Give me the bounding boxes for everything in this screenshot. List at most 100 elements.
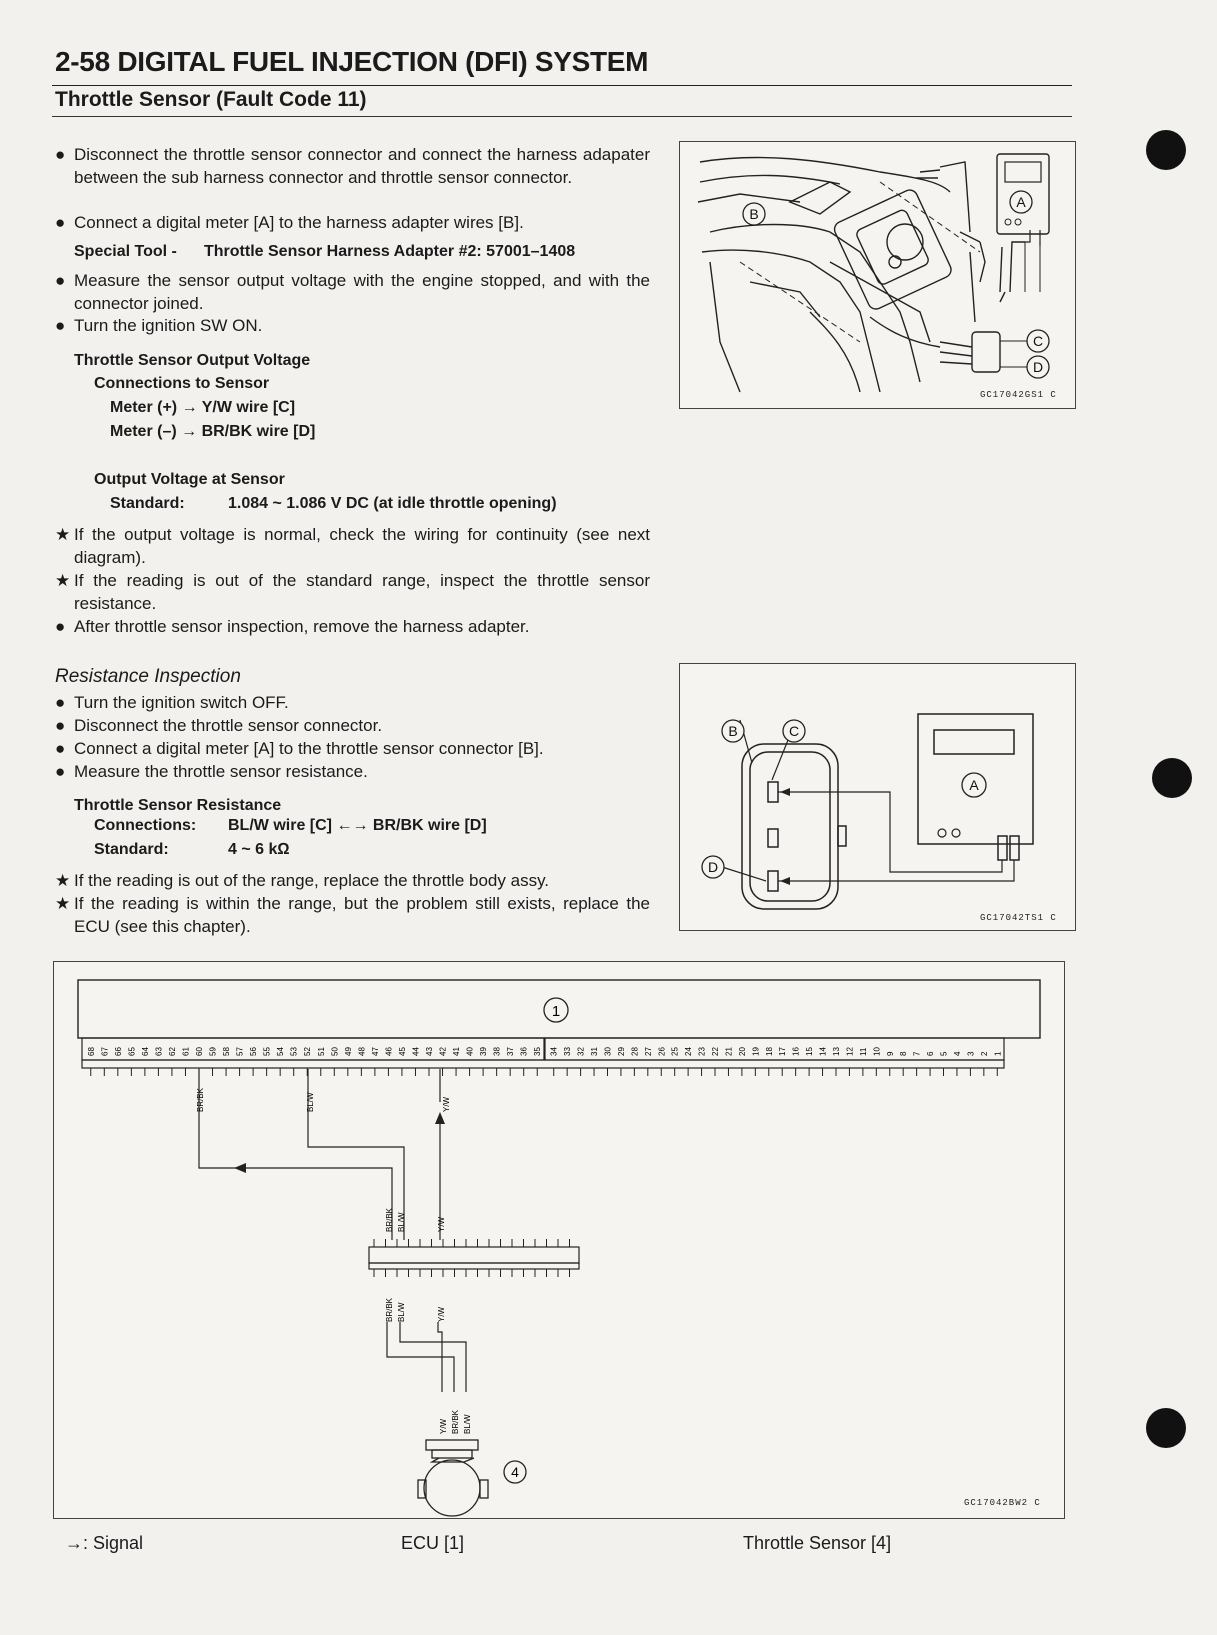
figure-code: GC17042GS1 C — [980, 390, 1057, 400]
ecu-pin-number: 35 — [533, 1047, 542, 1056]
ecu-connector-right — [544, 1037, 1005, 1061]
ecu-pin-number: 52 — [303, 1047, 312, 1056]
ecu-pin-number: 4 — [953, 1051, 962, 1056]
ecu-pin-number: 59 — [209, 1047, 218, 1056]
section-heading: Resistance Inspection — [55, 666, 241, 687]
wire-label-blw: BL/W — [397, 1212, 406, 1232]
wire-label-brbk: BR/BK — [385, 1207, 394, 1232]
title-rule — [52, 85, 1072, 86]
star-text: If the reading is out of the standard ra… — [74, 571, 650, 613]
ecu-pin-number: 19 — [751, 1047, 760, 1056]
spec-subtitle: Connections to Sensor — [94, 375, 270, 392]
star-item: ★ If the reading is out of the range, re… — [55, 870, 650, 893]
sub-harness-connector — [368, 1246, 580, 1264]
bullet-text: Connect a digital meter [A] to the harne… — [74, 213, 524, 232]
bullet-text: Disconnect the throttle sensor connector… — [74, 145, 650, 187]
ecu-pin-number: 26 — [657, 1047, 666, 1056]
ecu-connector-left — [81, 1037, 545, 1061]
ecu-pin-number: 42 — [439, 1047, 448, 1056]
ecu-pin-number: 60 — [195, 1047, 204, 1056]
ecu-pin-number: 12 — [845, 1047, 854, 1056]
star-item: ★ If the reading is out of the standard … — [55, 570, 650, 615]
standard-value: 1.084 ~ 1.086 V DC (at idle throttle ope… — [228, 495, 557, 512]
ecu-pin-number: 20 — [738, 1047, 747, 1056]
spec-title: Throttle Sensor Output Voltage — [74, 352, 311, 369]
ecu-pin-number: 24 — [684, 1047, 693, 1056]
bullet-text: Measure the throttle sensor resistance. — [74, 762, 368, 781]
ecu-pin-number: 61 — [181, 1047, 190, 1056]
ecu-pin-number: 64 — [141, 1047, 150, 1056]
bullet-icon: ● — [55, 739, 66, 758]
ecu-pin-number: 31 — [590, 1047, 599, 1056]
ecu-pin-number: 33 — [563, 1047, 572, 1056]
standard-label: Standard: — [110, 495, 185, 512]
wire-label-blw: BL/W — [306, 1092, 315, 1112]
ecu-pin-number: 5 — [940, 1051, 949, 1056]
ecu-pin-number: 25 — [671, 1047, 680, 1056]
bullet-text: Connect a digital meter [A] to the throt… — [74, 739, 544, 758]
binder-hole — [1146, 130, 1186, 170]
standard-value: 4 ~ 6 kΩ — [228, 841, 290, 858]
bullet-text: Measure the sensor output voltage with t… — [74, 271, 650, 313]
ecu-pin-number: 53 — [290, 1047, 299, 1056]
ecu-pin-number: 17 — [778, 1047, 787, 1056]
star-icon: ★ — [55, 871, 71, 890]
bullet-item: ● Connect a digital meter [A] to the thr… — [55, 738, 650, 761]
wire-label-yw: Y/W — [442, 1096, 451, 1112]
wire-label-brbk: BR/BK — [196, 1087, 205, 1112]
ecu-pin-number: 13 — [832, 1047, 841, 1056]
label-c: C — [1033, 333, 1043, 349]
ecu-pin-number: 54 — [276, 1047, 285, 1056]
bullet-item: ● Disconnect the throttle sensor connect… — [55, 144, 650, 189]
bullet-item: ● Turn the ignition SW ON. — [55, 315, 650, 338]
binder-hole — [1146, 1408, 1186, 1448]
bullet-item: ● Turn the ignition switch OFF. — [55, 692, 650, 715]
label-b: B — [728, 723, 737, 739]
connections-label: Connections: — [94, 817, 197, 834]
wire-label-blw: BL/W — [397, 1302, 406, 1322]
spec-subtitle: Output Voltage at Sensor — [94, 471, 285, 488]
star-icon: ★ — [55, 571, 71, 590]
ecu-pin-number: 32 — [577, 1047, 586, 1056]
label-ecu: 1 — [552, 1003, 560, 1020]
wire-label-yw: Y/W — [437, 1216, 446, 1232]
ecu-pin-number: 51 — [317, 1047, 326, 1056]
wire-label-yw: Y/W — [439, 1418, 448, 1434]
wire-label-blw: BL/W — [463, 1414, 472, 1434]
ecu-pin-number: 9 — [886, 1051, 895, 1056]
bullet-text: Turn the ignition SW ON. — [74, 316, 263, 335]
label-d: D — [1033, 359, 1043, 375]
figure-meter-connection: A B C D GC17042GS1 C — [679, 141, 1076, 409]
ecu-pin-number: 67 — [100, 1047, 109, 1056]
ecu-pin-number: 3 — [966, 1051, 975, 1056]
bullet-icon: ● — [55, 213, 66, 232]
ecu-pin-number: 48 — [357, 1047, 366, 1056]
ecu-pin-number: 41 — [452, 1047, 461, 1056]
figure-resistance: B C A D GC17042TS1 C — [679, 663, 1076, 931]
figure-code: GC17042TS1 C — [980, 913, 1057, 923]
bullet-text: Turn the ignition switch OFF. — [74, 693, 289, 712]
legend-sensor: Throttle Sensor [4] — [743, 1533, 892, 1553]
meter-minus: Meter (–) → BR/BK wire [D] — [110, 423, 316, 440]
label-b: B — [749, 206, 758, 222]
ecu-pin-number: 49 — [344, 1047, 353, 1056]
ecu-pin-number: 37 — [506, 1047, 515, 1056]
ecu-pin-number: 43 — [425, 1047, 434, 1056]
standard-label: Standard: — [94, 841, 169, 858]
ecu-pin-number: 1 — [993, 1051, 1002, 1056]
star-text: If the reading is within the range, but … — [74, 894, 650, 936]
ecu-pin-number: 68 — [87, 1047, 96, 1056]
subtitle-rule — [52, 116, 1072, 117]
meter-plus: Meter (+) → Y/W wire [C] — [110, 399, 296, 416]
ecu-pin-number: 50 — [330, 1047, 339, 1056]
star-item: ★ If the output voltage is normal, check… — [55, 524, 650, 569]
binder-hole — [1152, 758, 1192, 798]
ecu-pin-number: 39 — [479, 1047, 488, 1056]
ecu-pin-number: 30 — [603, 1047, 612, 1056]
ecu-pin-number: 56 — [249, 1047, 258, 1056]
throttle-sensor-symbol — [417, 1439, 489, 1517]
figure-code: GC17042BW2 C — [964, 1498, 1041, 1508]
ecu-pin-number: 23 — [698, 1047, 707, 1056]
ecu-pin-number: 6 — [926, 1051, 935, 1056]
